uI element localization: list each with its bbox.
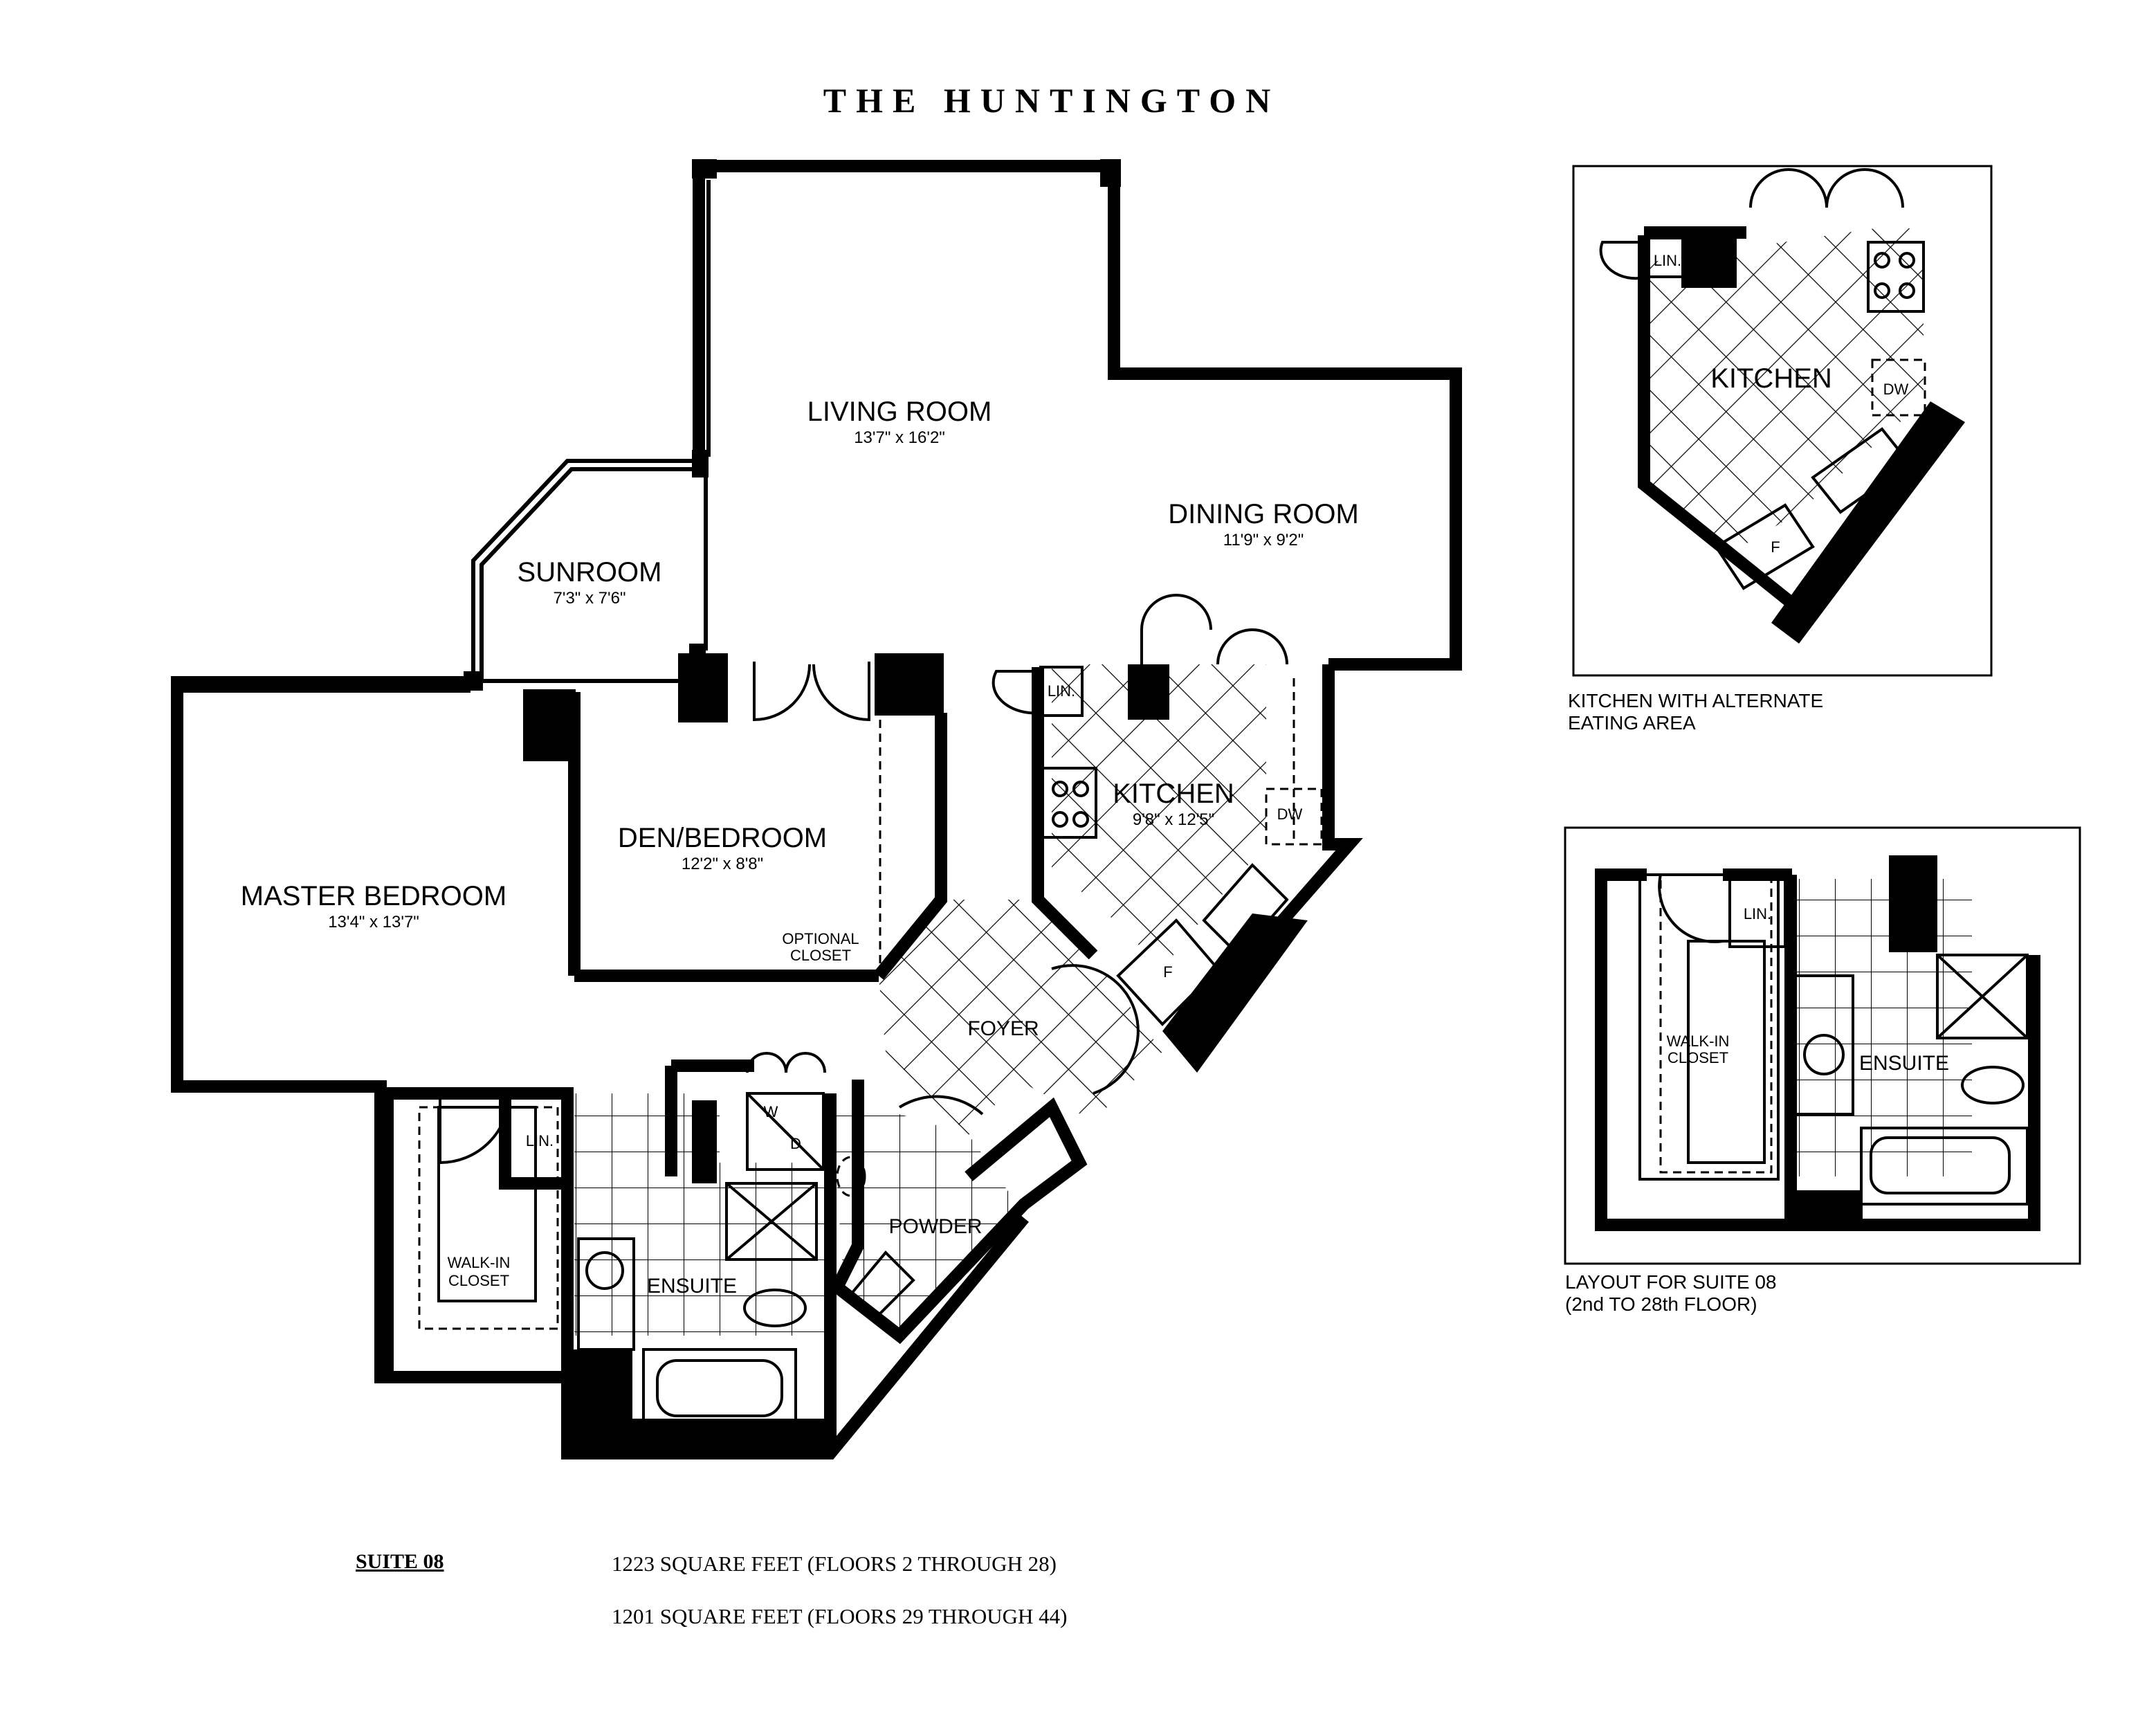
stove: [1039, 767, 1097, 839]
optional-closet-label-2: CLOSET: [790, 947, 851, 964]
living-room-dims: 13'7" x 16'2": [854, 428, 945, 447]
entry-door[interactable]: [1051, 964, 1140, 1095]
living-room-label: LIVING ROOM: [807, 397, 992, 427]
master-bedroom-dims: 13'4" x 13'7": [328, 913, 419, 931]
inset-suite-caption-2: (2nd TO 28th FLOOR): [1565, 1293, 1757, 1315]
walkin-label-1: WALK-IN: [448, 1254, 511, 1271]
sunroom-window-wall: [471, 459, 699, 681]
kitchen-wall: [1248, 664, 1363, 959]
kitchen-double-door[interactable]: [1140, 594, 1288, 665]
den-dims: 12'2" x 8'8": [682, 855, 763, 873]
square-feet-line-2: 1201 SQUARE FEET (FLOORS 29 THROUGH 44): [612, 1604, 1068, 1628]
suite-number: SUITE 08: [356, 1550, 444, 1573]
dining-room-label: DINING ROOM: [1168, 499, 1359, 529]
dryer-label: D: [790, 1135, 801, 1152]
foyer-floor: [879, 900, 1162, 1135]
optional-closet-label-1: OPTIONAL: [782, 930, 859, 947]
ensuite-floor-2: [720, 1163, 830, 1336]
building-title: THE HUNTINGTON: [823, 81, 1280, 120]
powder-toilet: [849, 1250, 915, 1317]
inset-walkin-label-2: CLOSET: [1668, 1049, 1728, 1066]
dw-label: DW: [1277, 806, 1303, 823]
inset-kitchen-fridge-label: F: [1771, 538, 1780, 556]
inset-suite-layout: WALK-IN CLOSET LIN. ENSUITE LAYOUT FOR S…: [1564, 826, 2081, 1315]
dishwasher: [1265, 788, 1323, 846]
sunroom-label: SUNROOM: [518, 557, 662, 588]
sunroom-dims: 7'3" x 7'6": [554, 589, 626, 608]
inset-ensuite-label: ENSUITE: [1859, 1052, 1949, 1075]
linen-label: LIN.: [526, 1132, 554, 1149]
kitchen-linen-label: LIN.: [1048, 682, 1075, 700]
fridge: [1116, 918, 1220, 1026]
inset-kitchen-label: KITCHEN: [1710, 363, 1832, 394]
kitchen-dims: 9'8" x 12'5": [1133, 810, 1214, 829]
inset-kitchen-linen-label: LIN.: [1654, 252, 1681, 269]
inset-kitchen-dw-label: DW: [1883, 381, 1909, 398]
fridge-label: F: [1163, 963, 1172, 981]
kitchen-floor: [1052, 664, 1266, 969]
powder-door[interactable]: [898, 1095, 984, 1116]
powder-label: POWDER: [889, 1215, 983, 1238]
kitchen-sink: [1202, 863, 1289, 957]
den-double-door[interactable]: [753, 662, 870, 722]
dining-room-dims: 11'9" x 9'2": [1223, 531, 1304, 549]
inset-kitchen-caption-1: KITCHEN WITH ALTERNATE: [1568, 690, 1823, 711]
den-label: DEN/BEDROOM: [618, 823, 827, 853]
foyer-label: FOYER: [967, 1017, 1039, 1040]
ensuite-label: ENSUITE: [647, 1275, 737, 1298]
master-bedroom-label: MASTER BEDROOM: [241, 881, 506, 911]
main-plan: LIVING ROOM 13'7" x 16'2" DINING ROOM 11…: [171, 159, 1462, 1459]
square-feet-line-1: 1223 SQUARE FEET (FLOORS 2 THROUGH 28): [612, 1552, 1057, 1576]
shower: [725, 1182, 818, 1261]
powder-floor: [830, 1093, 1017, 1336]
toilet: [743, 1289, 807, 1327]
kitchen-label: KITCHEN: [1113, 779, 1234, 809]
vanity: [577, 1237, 635, 1351]
inset-linen-label: LIN.: [1744, 905, 1771, 922]
kitchen-linen-closet: [1039, 666, 1084, 717]
inset-suite-caption-1: LAYOUT FOR SUITE 08: [1565, 1271, 1776, 1293]
inset-walkin-label-1: WALK-IN: [1667, 1033, 1730, 1050]
inset-kitchen: KITCHEN LIN. DW F KITCHEN WITH ALTERNATE…: [1568, 165, 1993, 734]
inset-kitchen-caption-2: EATING AREA: [1568, 712, 1696, 734]
walkin-label-2: CLOSET: [448, 1272, 509, 1289]
washer-dryer: [746, 1092, 825, 1171]
washer-label: W: [764, 1103, 778, 1120]
bathtub: [642, 1348, 797, 1427]
